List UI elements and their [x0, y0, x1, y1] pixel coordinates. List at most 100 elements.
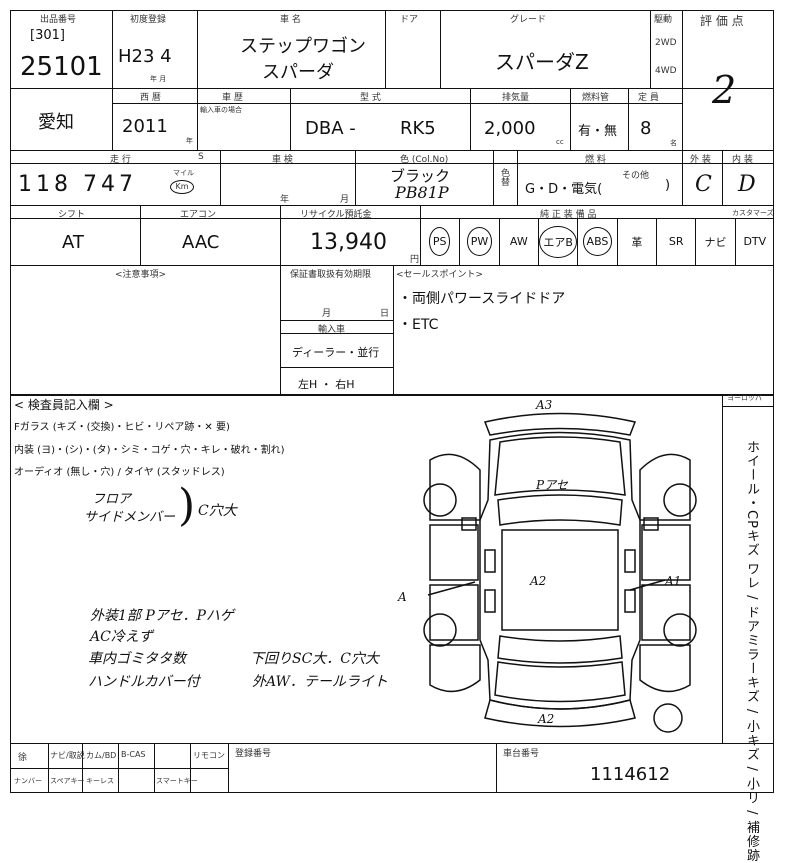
model-label: 車 名 — [280, 15, 301, 25]
mark-a-left: A — [398, 590, 407, 604]
inspection-month: 月 — [340, 195, 350, 205]
sales-point-1: ・両側パワースライドドア — [398, 291, 566, 307]
left-window-1 — [484, 549, 496, 573]
type-label: 型 式 — [360, 93, 381, 103]
type-code: RK5 — [400, 118, 436, 139]
grade-value: スパーダZ — [495, 50, 589, 74]
mark-a3: A3 — [536, 398, 553, 412]
warranty-month: 月 — [322, 309, 332, 319]
color-label: 色 (Col.No) — [400, 155, 449, 165]
note-a2: サイドメンバー — [84, 510, 176, 525]
inspector-line-3: オーディオ (無し・穴) / タイヤ (スタッドレス) — [14, 467, 225, 478]
note-b2: AC冷えず — [90, 629, 153, 645]
shift-value: AT — [62, 232, 84, 253]
rear-window-outline — [497, 635, 623, 664]
shaken-label: 車 歴 — [222, 93, 243, 103]
right-rear-fender — [639, 644, 691, 693]
recycle-label: リサイクル預託金 — [300, 210, 372, 220]
note-a1: フロア — [92, 492, 132, 507]
right-window-1 — [624, 549, 636, 573]
equipment-label: 革 — [631, 235, 643, 249]
equipment-label: DTV — [743, 235, 767, 248]
hood-outline — [494, 436, 626, 496]
handle-value: 左H ・ 右H — [298, 378, 355, 391]
fuel-type-label: 燃 料 — [585, 155, 606, 165]
mileage-value: 118 747 — [18, 172, 137, 197]
equipment-label: PW — [466, 227, 493, 256]
chassis-value: 1114612 — [590, 764, 671, 785]
mileage-label: 走 行 — [110, 155, 131, 165]
year-month-sub: 年 月 — [150, 75, 167, 83]
left-rear-door — [429, 584, 479, 641]
lot-number: 25101 — [20, 52, 103, 82]
sales-point-2: ・ETC — [398, 317, 439, 333]
left-front-door — [429, 524, 479, 581]
footer-cell-2: ナビ/取説 — [50, 751, 85, 760]
warranty-day: 日 — [380, 309, 390, 319]
left-front-fender — [429, 453, 481, 521]
note-c2: 外AW．テールライト — [252, 674, 388, 690]
note-a3: C穴大 — [198, 503, 237, 519]
equipment-label: エアB — [539, 225, 577, 258]
left-window-2 — [484, 589, 496, 613]
exterior-value: C — [695, 172, 712, 197]
mark-paint: Pアセ — [536, 478, 568, 492]
right-window-2 — [624, 589, 636, 613]
interior-value: D — [738, 172, 756, 197]
equipment-item: 革 — [616, 218, 656, 265]
mark-a2-center: A2 — [530, 574, 547, 588]
aircon-value: AAC — [182, 232, 220, 253]
lot-tag: [301] — [30, 28, 65, 43]
footer-cell-8: キーレス — [86, 777, 114, 785]
model-name-line1: ステップワゴン — [240, 36, 366, 57]
footer-cell-1: 徐 — [18, 753, 28, 763]
capacity-label: 定 員 — [638, 93, 659, 103]
equipment-label: ABS — [582, 227, 613, 256]
mileage-unit-s: S — [198, 152, 204, 162]
inspector-title: < 検査員記入欄 > — [14, 398, 114, 412]
windshield-outline — [497, 494, 623, 526]
footer-cell-5: リモコン — [193, 751, 225, 760]
roof-outline — [501, 529, 619, 631]
notes-label: <注意事項> — [115, 270, 167, 280]
door-label: ドア — [400, 15, 419, 25]
note-b4: ハンドルカバー付 — [88, 674, 200, 690]
side-label: ホイール・CPキズ ワレ / ドアミラーキズ / 小キズ / 小リ / 補修跡 — [744, 440, 759, 863]
front-bumper-outline — [483, 412, 637, 436]
equipment-item: ナビ — [695, 218, 734, 265]
capacity-sub: 名 — [670, 139, 677, 147]
footer-cell-3: カム/BD — [86, 751, 117, 760]
shaken-sub: 輸入車の場合 — [200, 106, 242, 114]
recycle-value: 13,940 — [310, 230, 387, 255]
inspection-label: 車 検 — [272, 155, 293, 165]
interior-label: 内 装 — [732, 155, 753, 165]
right-front-fender — [639, 453, 691, 521]
import-label: 輸入車 — [318, 325, 346, 335]
score-label: 評 価 点 — [700, 14, 744, 28]
crossed-label: カスタマーズ — [732, 209, 774, 217]
cc-unit: cc — [556, 138, 564, 146]
capacity-value: 8 — [640, 118, 652, 139]
note-c1: 下回りSC大．C穴大 — [250, 651, 380, 667]
note-b1: 外装1部 Pアセ．Pハゲ — [90, 608, 234, 624]
left-rear-fender — [429, 644, 481, 693]
spare-wheel — [653, 703, 683, 733]
fuel-other: その他 — [622, 171, 650, 181]
aircon-label: エアコン — [180, 210, 217, 220]
grade-label: グレード — [510, 15, 547, 25]
mark-a2-rear: A2 — [538, 712, 555, 726]
car-damage-diagram — [423, 412, 697, 733]
equipment-label: ナビ — [704, 235, 727, 249]
tailgate-outline — [494, 661, 626, 703]
right-rear-door — [641, 584, 691, 641]
shift-label: シフト — [58, 210, 86, 220]
right-front-wheel — [663, 483, 697, 517]
mark-a1: A1 — [665, 574, 682, 588]
equipment-item: SR — [656, 218, 695, 265]
color-value: ブラック — [390, 167, 451, 185]
inspection-year: 年 — [280, 195, 290, 205]
displacement-value: 2,000 — [484, 118, 536, 139]
equipment-item: AW — [498, 218, 538, 265]
exterior-label: 外 装 — [690, 155, 711, 165]
right-front-door — [641, 524, 691, 581]
